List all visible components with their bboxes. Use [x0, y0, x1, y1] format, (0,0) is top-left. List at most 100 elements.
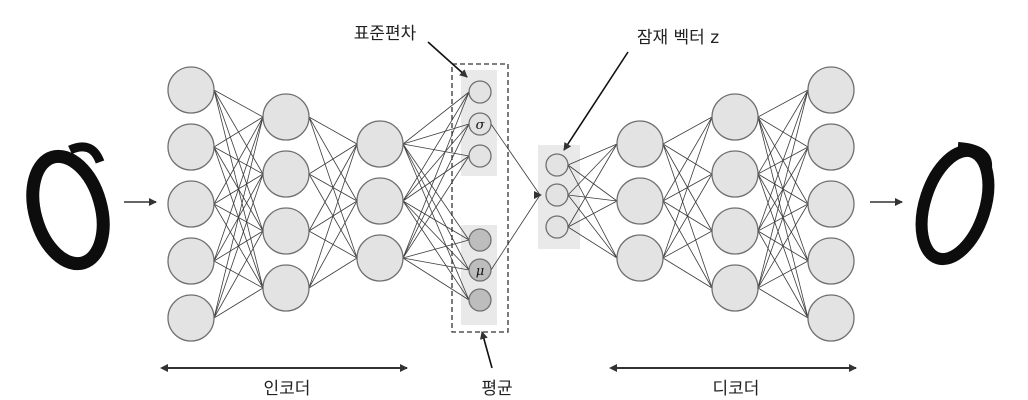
decoder-edge: [757, 89, 809, 175]
mean-node: [468, 258, 492, 282]
decoder-edge: [757, 287, 809, 319]
encoder-node: [167, 66, 215, 114]
decoder-node: [711, 264, 759, 312]
mean-label: 평균: [481, 379, 512, 399]
encoder-node: [262, 264, 310, 312]
network-edges: [213, 89, 809, 319]
encoder-edge: [213, 89, 264, 118]
mu-symbol: μ: [476, 264, 484, 279]
encoder-node: [167, 237, 215, 285]
decoder-edge: [567, 194, 618, 202]
encoder-edge: [402, 143, 470, 301]
encoder-edge: [308, 143, 358, 175]
encoder-edge: [213, 287, 264, 319]
encoder-edge: [402, 143, 470, 241]
encoder-node: [262, 207, 310, 255]
std-mean-dashed-box: [451, 63, 509, 333]
decoder-node: [711, 93, 759, 141]
decoder-edge: [567, 143, 618, 228]
encoder-edge: [308, 143, 358, 232]
decoder-edge: [662, 173, 713, 259]
decoder-node: [807, 237, 855, 285]
decoder-edge: [567, 143, 618, 166]
decoder-edge: [757, 260, 809, 289]
encoder-edge: [402, 143, 470, 157]
encoder-edge: [402, 257, 470, 301]
sampling-edge: [490, 194, 541, 271]
input-digit-image: [26, 142, 110, 271]
encoder-node: [262, 93, 310, 141]
latent-node: [545, 183, 569, 207]
encoder-edge: [402, 91, 470, 145]
decoder-edge: [662, 116, 713, 202]
decoder-node: [807, 123, 855, 171]
decoder-node: [807, 180, 855, 228]
encoder-edge: [402, 123, 470, 259]
mean-pointer-arrow: [480, 331, 493, 369]
decoder-node: [616, 234, 664, 282]
sampling-edge: [490, 123, 541, 196]
std-node: [468, 112, 492, 136]
decoder-edge: [662, 257, 713, 289]
output-digit-image: [915, 142, 995, 266]
sigma-symbol: σ: [476, 118, 486, 133]
encoder-edge: [213, 116, 264, 319]
network-nodes: σμ: [167, 66, 855, 342]
encoder-edge: [213, 116, 264, 148]
encoder-node: [262, 150, 310, 198]
decoder-node: [711, 150, 759, 198]
decoder-edge: [662, 116, 713, 145]
decoder-node: [711, 207, 759, 255]
encoder-edge: [402, 123, 470, 145]
encoder-node: [356, 177, 404, 225]
encoder-edge: [402, 257, 470, 271]
decoder-edge: [567, 194, 618, 259]
encoder-edge: [402, 200, 470, 271]
sampling-arrowhead: [534, 191, 542, 199]
decoder-node: [616, 177, 664, 225]
decoder-edge: [757, 89, 809, 289]
encoder-edge: [402, 155, 470, 202]
encoder-edge: [213, 230, 264, 319]
decoder-edge: [567, 226, 618, 259]
decoder-node: [807, 294, 855, 342]
decoder-node: [616, 120, 664, 168]
encoder-label: 인코더: [264, 379, 311, 399]
decoder-edge: [567, 164, 618, 259]
std-pointer-arrow: [427, 41, 468, 78]
encoder-edge: [213, 173, 264, 319]
latent-node: [545, 215, 569, 239]
encoder-edge: [402, 200, 470, 301]
mean-node: [468, 228, 492, 252]
decoder-edge: [757, 89, 809, 232]
encoder-edge: [402, 123, 470, 202]
latent-pointer-arrow: [563, 51, 629, 151]
encoder-edge: [402, 91, 470, 202]
std-node: [468, 80, 492, 104]
decoder-edge: [757, 203, 809, 289]
std-node: [468, 144, 492, 168]
decoder-node: [807, 66, 855, 114]
encoder-edge: [402, 143, 470, 271]
encoder-edge: [308, 143, 358, 289]
encoder-edge: [402, 200, 470, 241]
mean-node: [468, 288, 492, 312]
decoder-edge: [757, 89, 809, 118]
encoder-edge: [213, 116, 264, 205]
decoder-edge: [757, 146, 809, 289]
decoder-edge: [567, 143, 618, 196]
encoder-node: [356, 120, 404, 168]
encoder-node: [167, 180, 215, 228]
decoder-edge: [567, 200, 618, 228]
latent-node: [545, 153, 569, 177]
decoder-label: 디코더: [713, 379, 760, 399]
encoder-edge: [402, 239, 470, 259]
encoder-node: [356, 234, 404, 282]
std-dev-label: 표준편차: [354, 24, 417, 44]
encoder-edge: [308, 200, 358, 289]
decoder-edge: [662, 230, 713, 259]
encoder-edge: [308, 257, 358, 289]
encoder-edge: [402, 91, 470, 259]
encoder-edge: [308, 116, 358, 145]
